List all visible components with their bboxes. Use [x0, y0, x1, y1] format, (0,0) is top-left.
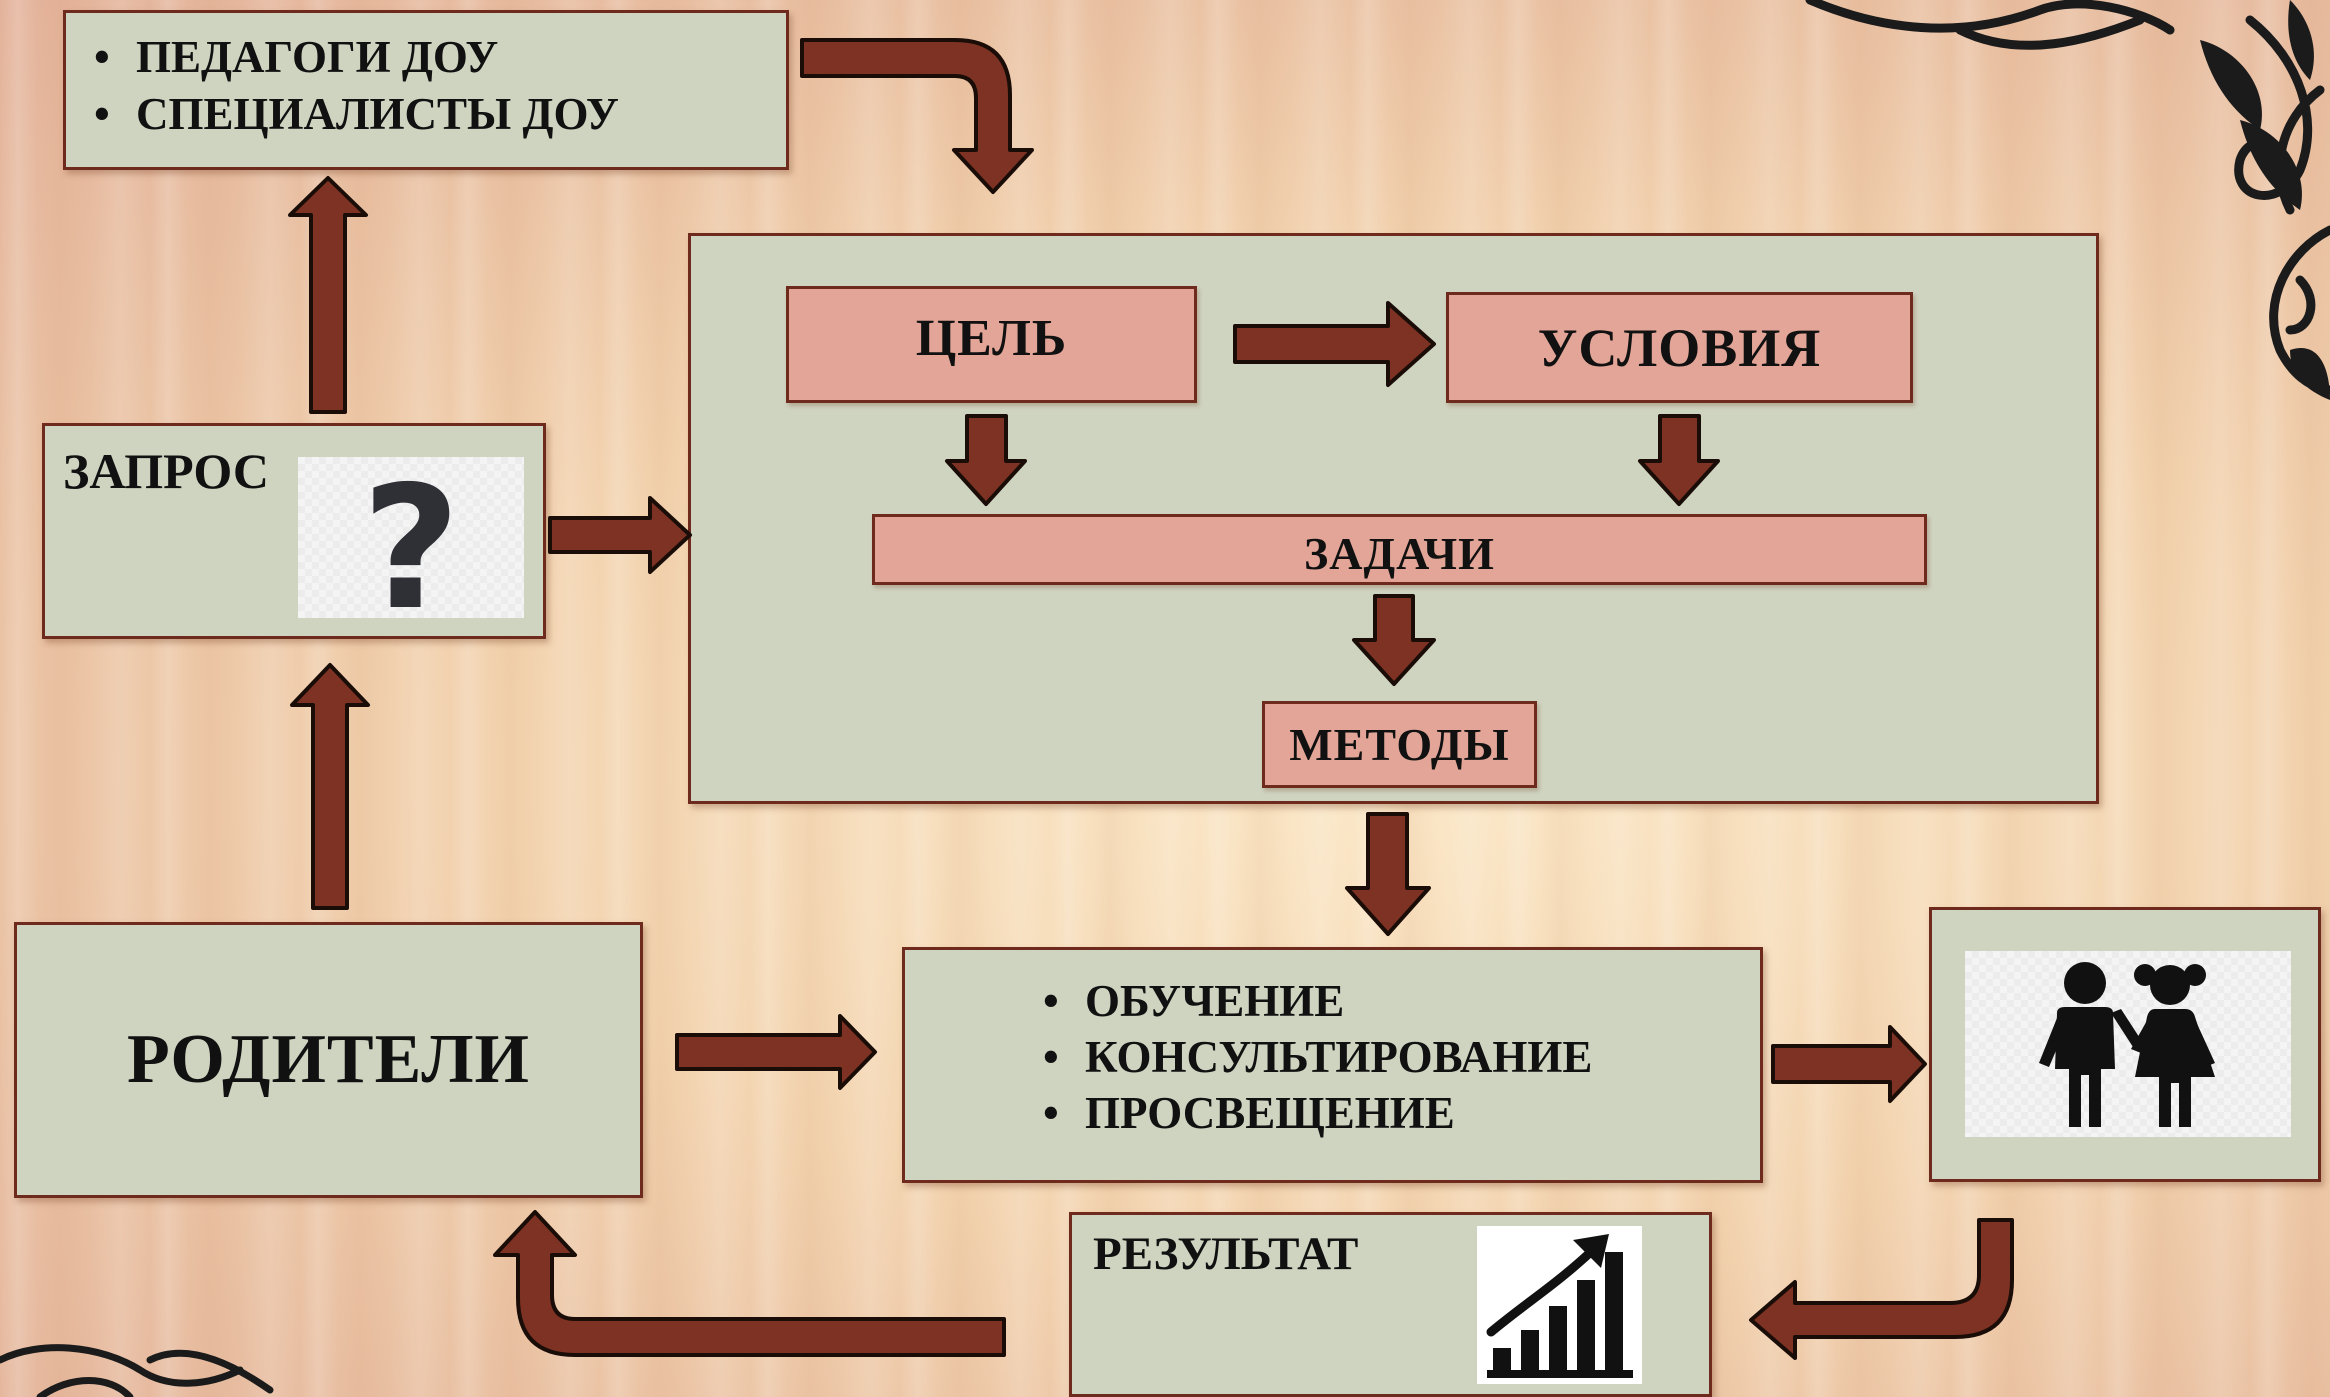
list-item: ПЕДАГОГИ ДОУ [76, 29, 776, 86]
tasks-label: ЗАДАЧИ [1304, 528, 1495, 579]
result-label: РЕЗУЛЬТАТ [1093, 1228, 1359, 1280]
list-item: КОНСУЛЬТИРОВАНИЕ [1025, 1029, 1760, 1085]
conditions-label: УСЛОВИЯ [1537, 317, 1822, 378]
methods-label: МЕТОДЫ [1289, 719, 1510, 770]
arrow-goal-to-conditions [1233, 301, 1436, 387]
request-box: ЗАПРОС ? [42, 423, 546, 648]
conditions-box: УСЛОВИЯ [1446, 292, 1913, 403]
result-box: РЕЗУЛЬТАТ [1069, 1212, 1712, 1397]
goal-label: ЦЕЛЬ [915, 310, 1068, 367]
arrow-children-to-result [1749, 1218, 2014, 1360]
methods-box: МЕТОДЫ [1262, 701, 1537, 788]
children-icon [1965, 951, 2291, 1137]
arrow-parents-to-forms [675, 1014, 877, 1090]
list-item: СПЕЦИАЛИСТЫ ДОУ [76, 86, 776, 143]
goal-box: ЦЕЛЬ [786, 286, 1197, 403]
arrow-request-to-process [548, 496, 692, 574]
forms-box: ОБУЧЕНИЕ КОНСУЛЬТИРОВАНИЕ ПРОСВЕЩЕНИЕ [902, 947, 1763, 1183]
children-box [1929, 907, 2321, 1182]
forms-list: ОБУЧЕНИЕ КОНСУЛЬТИРОВАНИЕ ПРОСВЕЩЕНИЕ [1025, 973, 1760, 1141]
arrow-staff-to-process [800, 38, 1034, 194]
growth-chart-icon [1477, 1226, 1642, 1384]
question-mark-icon: ? [298, 450, 524, 648]
tasks-box: ЗАДАЧИ [872, 514, 1927, 585]
arrow-result-to-parents [493, 1210, 1006, 1357]
arrow-conditions-to-tasks [1638, 414, 1720, 506]
list-item: ОБУЧЕНИЕ [1025, 973, 1760, 1029]
arrow-request-to-staff [288, 176, 368, 414]
arrow-process-to-forms [1345, 812, 1431, 936]
parents-box: РОДИТЕЛИ [14, 922, 643, 1198]
svg-text:?: ? [362, 457, 461, 618]
parents-label: РОДИТЕЛИ [127, 1021, 530, 1098]
staff-list: ПЕДАГОГИ ДОУ СПЕЦИАЛИСТЫ ДОУ [76, 29, 776, 143]
arrow-forms-to-children [1771, 1025, 1927, 1103]
request-label: ЗАПРОС [63, 443, 270, 499]
list-item: ПРОСВЕЩЕНИЕ [1025, 1085, 1760, 1141]
arrow-parents-to-request [290, 663, 370, 910]
arrow-goal-to-tasks [945, 414, 1027, 506]
arrow-tasks-to-methods [1352, 594, 1436, 686]
staff-box: ПЕДАГОГИ ДОУ СПЕЦИАЛИСТЫ ДОУ [63, 10, 789, 170]
